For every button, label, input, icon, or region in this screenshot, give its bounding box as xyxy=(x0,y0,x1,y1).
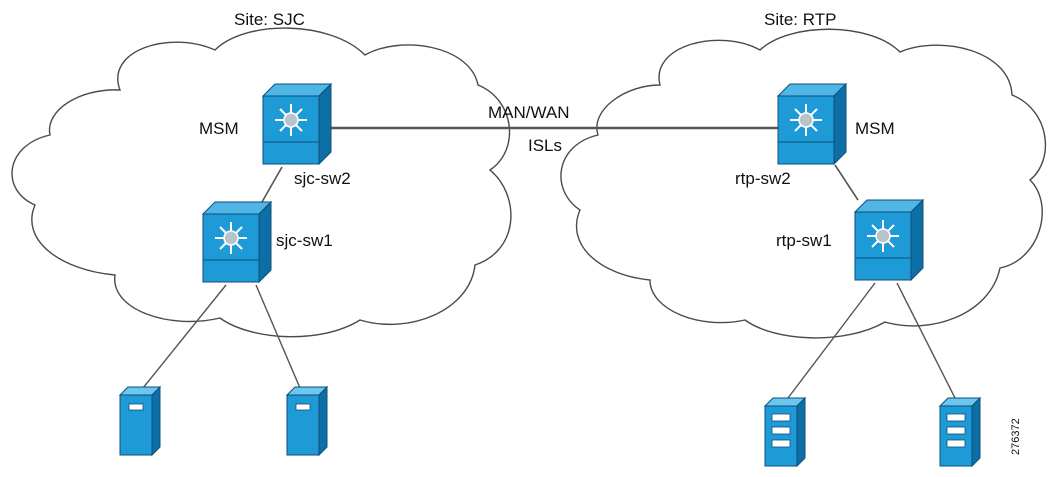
link-sjc-sw2-sjc-sw1 xyxy=(261,166,283,203)
sjc-host-1-server-icon xyxy=(119,386,161,456)
site-label-rtp: Site: RTP xyxy=(764,10,837,29)
sjc-sw2-role-label: MSM xyxy=(199,119,239,138)
link-rtp-sw2-rtp-sw1 xyxy=(834,164,859,201)
link-rtp-sw1-storage2 xyxy=(896,282,956,399)
rtp-storage-1-storage-icon xyxy=(764,397,806,467)
sjc-sw2-switch-icon xyxy=(262,83,332,165)
link-rtp-sw1-storage1 xyxy=(787,282,876,399)
site-label-sjc: Site: SJC xyxy=(234,10,305,29)
sjc-sw1-name-label: sjc-sw1 xyxy=(276,231,333,250)
link-sjc-sw1-host1 xyxy=(142,284,227,389)
sjc-sw2-name-label: sjc-sw2 xyxy=(294,169,351,188)
figure-id: 276372 xyxy=(1010,418,1022,455)
rtp-sw2-role-label: MSM xyxy=(855,119,895,138)
cloud-site-rtp xyxy=(560,28,1047,339)
link-label-isls: ISLs xyxy=(528,136,563,155)
rtp-storage-2-storage-icon xyxy=(939,397,981,467)
cloud-site-sjc xyxy=(11,27,512,338)
rtp-sw2-name-label: rtp-sw2 xyxy=(735,169,791,188)
link-label-man-wan: MAN/WAN xyxy=(488,103,570,122)
sjc-host-2-server-icon xyxy=(286,386,328,456)
rtp-sw1-switch-icon xyxy=(854,199,924,281)
rtp-sw1-name-label: rtp-sw1 xyxy=(776,231,832,250)
link-sjc-sw1-host2 xyxy=(255,284,301,389)
rtp-sw2-switch-icon xyxy=(777,83,847,165)
sjc-sw1-switch-icon xyxy=(202,201,272,283)
